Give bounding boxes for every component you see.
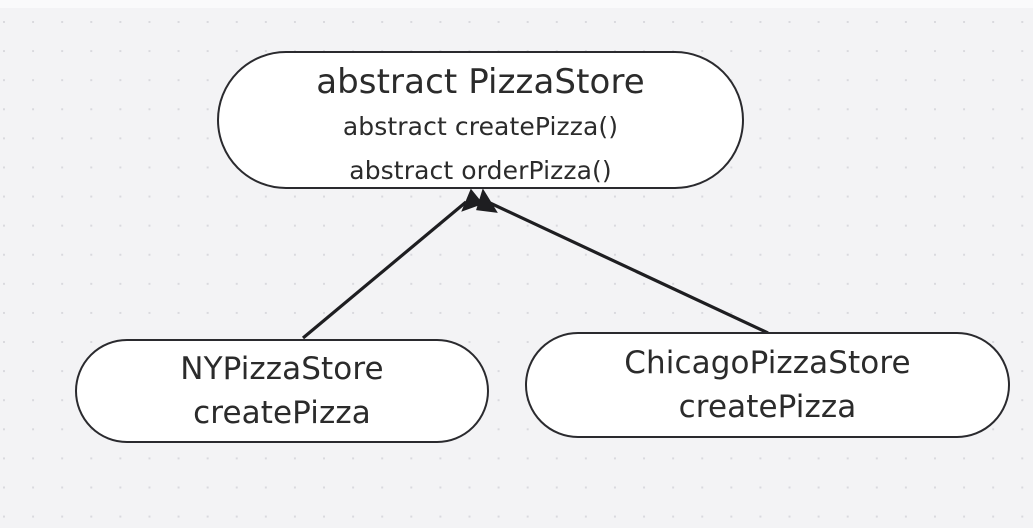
node-abstract-pizzastore[interactable]: abstract PizzaStore abstract createPizza…: [217, 51, 744, 189]
node-member-order-pizza: abstract orderPizza(): [349, 156, 612, 185]
arrowhead-chicago: [476, 188, 498, 213]
node-member-chicagopizzastore-create-pizza: createPizza: [678, 389, 857, 425]
edge-chicago-to-pizzastore[interactable]: [476, 188, 769, 335]
node-member-create-pizza: abstract createPizza(): [342, 112, 619, 141]
edge-ny-to-pizzastore[interactable]: [301, 188, 484, 340]
node-chicagopizzastore[interactable]: ChicagoPizzaStore createPizza: [525, 332, 1010, 438]
node-title-chicagopizzastore: ChicagoPizzaStore: [624, 345, 911, 381]
node-title-nypizzastore: NYPizzaStore: [180, 351, 384, 387]
node-nypizzastore[interactable]: NYPizzaStore createPizza: [75, 339, 489, 443]
node-title-abstract-pizzastore: abstract PizzaStore: [316, 62, 645, 102]
arrowhead-ny: [461, 188, 484, 212]
node-member-nypizzastore-create-pizza: createPizza: [193, 395, 371, 431]
